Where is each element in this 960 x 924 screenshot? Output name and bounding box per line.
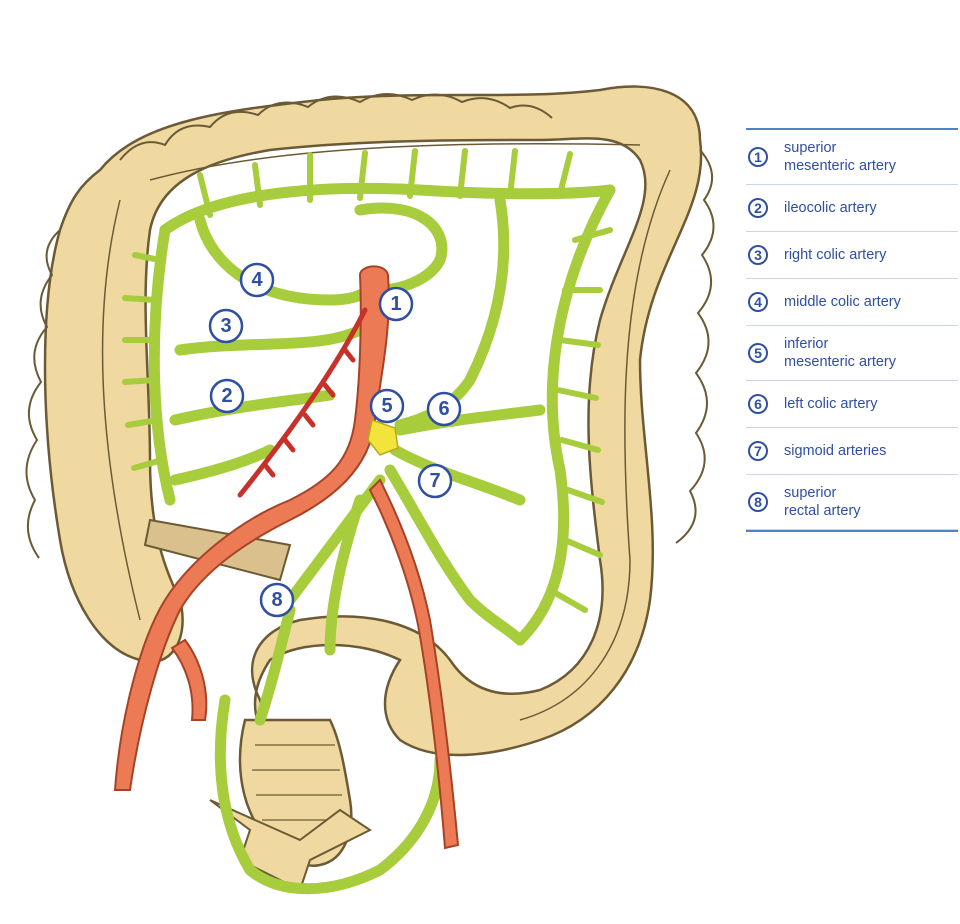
legend-item-3-number: 3 — [748, 245, 768, 265]
legend-item-1: 1 superior mesenteric artery — [746, 130, 958, 185]
marker-4-number: 4 — [251, 269, 263, 291]
legend: 1 superior mesenteric artery 2 ileocolic… — [746, 128, 958, 532]
marker-2-number: 2 — [221, 385, 232, 407]
legend-item-1-line2: mesenteric artery — [784, 158, 896, 174]
legend-item-5: 5 inferior mesenteric artery — [746, 326, 958, 381]
legend-item-6: 6 left colic artery — [746, 381, 958, 428]
legend-item-5-line2: mesenteric artery — [784, 354, 896, 370]
legend-item-3: 3 right colic artery — [746, 232, 958, 279]
legend-item-6-number: 6 — [748, 394, 768, 414]
marker-4: 4 — [241, 264, 273, 296]
legend-item-1-number: 1 — [748, 147, 768, 167]
marker-7: 7 — [419, 465, 451, 497]
legend-item-8-number: 8 — [748, 492, 768, 512]
legend-item-5-label: inferior mesenteric artery — [784, 335, 954, 371]
legend-item-6-label: left colic artery — [784, 395, 954, 413]
marker-8-number: 8 — [271, 589, 282, 611]
legend-item-2-number: 2 — [748, 198, 768, 218]
marker-1: 1 — [380, 288, 412, 320]
marker-6: 6 — [428, 393, 460, 425]
legend-item-7-label: sigmoid arteries — [784, 442, 954, 460]
marker-7-number: 7 — [429, 470, 440, 492]
legend-item-1-line1: superior — [784, 140, 836, 156]
legend-item-8-label: superior rectal artery — [784, 484, 954, 520]
legend-item-3-label: right colic artery — [784, 246, 954, 264]
marker-2: 2 — [211, 380, 243, 412]
legend-item-5-number: 5 — [748, 343, 768, 363]
legend-item-2: 2 ileocolic artery — [746, 185, 958, 232]
inferior-mesenteric-origin — [368, 420, 398, 455]
marker-3-number: 3 — [220, 315, 231, 337]
iliac-artery-left — [172, 640, 206, 720]
marker-1-number: 1 — [390, 293, 401, 315]
legend-item-7-number: 7 — [748, 441, 768, 461]
legend-bottom-rule — [746, 530, 958, 532]
legend-item-4-number: 4 — [748, 292, 768, 312]
legend-item-8-line1: superior — [784, 485, 836, 501]
legend-item-1-label: superior mesenteric artery — [784, 139, 954, 175]
legend-item-2-label: ileocolic artery — [784, 199, 954, 217]
legend-item-4-label: middle colic artery — [784, 293, 954, 311]
legend-item-4: 4 middle colic artery — [746, 279, 958, 326]
legend-item-8: 8 superior rectal artery — [746, 475, 958, 530]
marker-5: 5 — [371, 390, 403, 422]
marker-6-number: 6 — [438, 398, 449, 420]
marker-8: 8 — [261, 584, 293, 616]
legend-item-8-line2: rectal artery — [784, 503, 861, 519]
legend-item-5-line1: inferior — [784, 336, 828, 352]
marker-5-number: 5 — [381, 395, 392, 417]
marker-3: 3 — [210, 310, 242, 342]
legend-item-7: 7 sigmoid arteries — [746, 428, 958, 475]
